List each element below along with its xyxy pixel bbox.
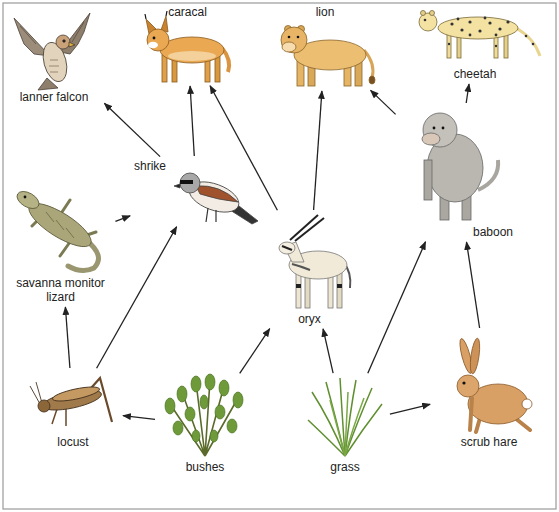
food-arrow [323, 329, 333, 373]
organism-node: savanna monitor lizard [8, 178, 114, 305]
food-arrow [390, 404, 430, 414]
food-arrow [371, 90, 396, 114]
frame [3, 3, 556, 509]
organism-label: shrike [132, 159, 261, 173]
food-arrow [314, 91, 322, 210]
food-arrow [240, 329, 270, 374]
food-arrow [123, 416, 155, 420]
hare-picture [457, 338, 532, 432]
cheetah-picture [419, 11, 540, 59]
organism-label: scrub hare [432, 435, 546, 449]
organism-label: cheetah [402, 67, 548, 81]
food-arrow [190, 86, 194, 156]
food-arrow [115, 216, 130, 221]
organism-node: grass [302, 375, 388, 475]
organism-node: scrub hare [432, 330, 546, 450]
oryx-picture [279, 215, 350, 308]
organism-label: baboon [397, 225, 515, 239]
organism-label: lion [272, 5, 378, 19]
food-arrow [368, 242, 426, 373]
organism-node: oryx [259, 212, 360, 327]
food-arrow [466, 84, 469, 103]
organism-label: lanner falcon [5, 90, 103, 104]
organism-node: baboon [397, 105, 515, 240]
organism-node: locust [25, 370, 121, 450]
organism-node: lanner falcon [5, 5, 103, 105]
food-arrow [104, 103, 160, 156]
organism-node: caracal [137, 4, 238, 84]
lion-picture [281, 26, 375, 87]
organism-node: cheetah [402, 4, 548, 82]
food-arrow [65, 307, 70, 368]
falcon-picture [14, 13, 90, 90]
organism-label: bushes [157, 460, 253, 474]
organism-node: shrike [132, 158, 261, 225]
organism-label: grass [302, 460, 388, 474]
locust-picture [30, 378, 112, 426]
lizard-picture [14, 188, 98, 271]
grass-picture [308, 378, 382, 456]
organism-node: lion [272, 4, 378, 89]
food-arrow [97, 227, 177, 369]
organism-label: oryx [259, 312, 360, 326]
caracal-picture [145, 11, 229, 82]
food-arrow [467, 242, 480, 328]
shrike-picture [174, 173, 258, 224]
baboon-picture [422, 113, 498, 220]
organism-label: locust [25, 435, 121, 449]
bushes-picture [165, 374, 243, 456]
organism-label: savanna monitor lizard [11, 276, 111, 304]
organism-label: caracal [137, 5, 238, 19]
organism-node: bushes [157, 375, 253, 475]
food-arrow [210, 86, 277, 210]
